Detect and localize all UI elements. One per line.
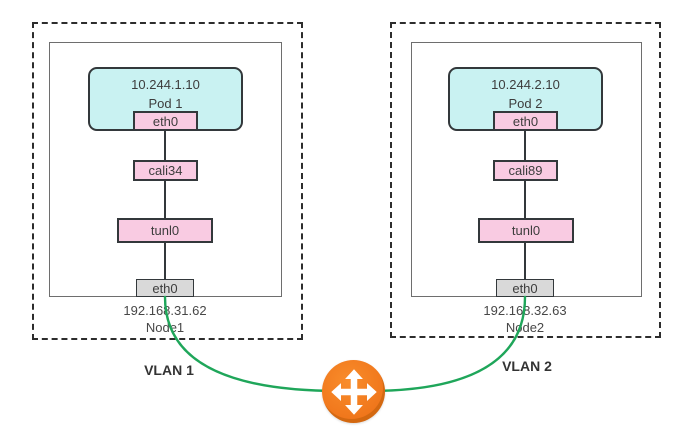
node1-cali-label: cali34	[148, 163, 183, 178]
node1-host-name: Node1	[145, 320, 185, 335]
node2-host-ip: 192.168.32.63	[483, 303, 567, 318]
node2-host-eth0: eth0	[496, 279, 554, 297]
node1-pod-ip: 10.244.1.10	[131, 77, 200, 92]
node1-pod-box: 10.244.1.10 Pod 1	[88, 67, 243, 131]
node2-pod-eth0: eth0	[493, 111, 558, 131]
node1-pod-eth0: eth0	[133, 111, 198, 131]
node2-host-name: Node2	[505, 320, 545, 335]
node2-pod-eth0-label: eth0	[512, 113, 539, 129]
node1-pod-eth0-label: eth0	[152, 113, 179, 129]
node2-link-cali-tunl	[524, 180, 526, 219]
node2-tunl-label: tunl0	[511, 223, 541, 238]
node1-pod-name: Pod 1	[148, 96, 183, 111]
router-cross-arrows-icon	[330, 368, 377, 415]
node2-cali-label: cali89	[508, 163, 543, 178]
node2-host-eth0-label: eth0	[512, 280, 538, 296]
node2-vlan-label: VLAN 2	[502, 358, 552, 374]
node1-link-eth0-cali	[164, 130, 166, 161]
node2-link-tunl-eth0	[524, 242, 526, 280]
node1-link-tunl-eth0	[164, 242, 166, 280]
node1-host-ip: 192.168.31.62	[123, 303, 207, 318]
node2-link-eth0-cali	[524, 130, 526, 161]
node2-pod-ip: 10.244.2.10	[491, 77, 560, 92]
router-icon	[322, 360, 385, 423]
node1-host-eth0-label: eth0	[152, 280, 178, 296]
node2-tunl-iface: tunl0	[478, 218, 574, 243]
node1-tunl-label: tunl0	[150, 223, 180, 238]
node2-cali-iface: cali89	[493, 160, 558, 181]
node1-host-eth0: eth0	[136, 279, 194, 297]
node1-tunl-iface: tunl0	[117, 218, 213, 243]
node2-pod-name: Pod 2	[508, 96, 543, 111]
node1-cali-iface: cali34	[133, 160, 198, 181]
node1-vlan-label: VLAN 1	[144, 362, 194, 378]
node1-link-cali-tunl	[164, 180, 166, 219]
